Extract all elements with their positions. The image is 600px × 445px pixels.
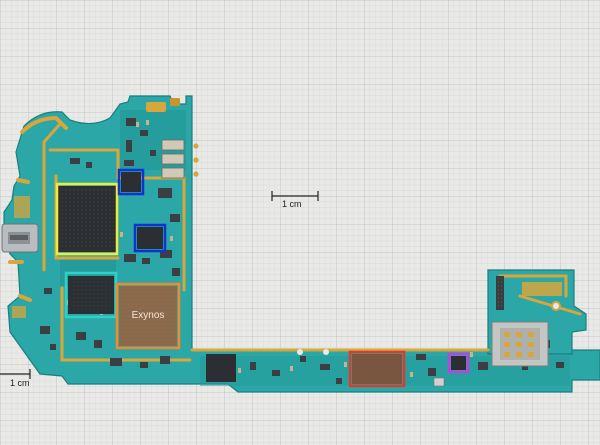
highlight-orange bbox=[115, 282, 181, 350]
highlight-yellow bbox=[55, 182, 119, 256]
highlight-blue-top bbox=[117, 168, 145, 196]
small-components bbox=[40, 118, 564, 384]
chip-red bbox=[352, 354, 402, 384]
chip-blue-top bbox=[121, 172, 141, 192]
scale-label-left: 1 cm bbox=[10, 378, 30, 388]
right-gold-plate bbox=[522, 282, 562, 296]
scale-label-center: 1 cm bbox=[282, 199, 302, 209]
gold-trace-left-edge bbox=[8, 115, 68, 302]
scale-bar-center bbox=[271, 191, 319, 201]
highlight-boxes bbox=[55, 168, 470, 388]
top-gold-tab bbox=[146, 102, 166, 112]
scale-bar-left bbox=[0, 369, 31, 379]
sim-card-holder bbox=[491, 321, 549, 367]
exynos-label: Exynos bbox=[132, 310, 165, 321]
flex-connector bbox=[496, 276, 504, 310]
highlight-purple bbox=[447, 352, 470, 374]
top-gold-tab-2 bbox=[170, 98, 180, 106]
small-connector-bottom bbox=[433, 377, 445, 387]
highlight-blue-middle bbox=[133, 223, 167, 253]
exynos-processor: Exynos bbox=[119, 286, 177, 346]
highlight-red bbox=[348, 350, 406, 388]
chip-bottom-black bbox=[206, 354, 236, 382]
chip-purple bbox=[451, 356, 466, 370]
spring-contacts bbox=[161, 139, 199, 179]
left-bottom-contacts bbox=[12, 306, 26, 318]
chip-blue-middle bbox=[137, 227, 163, 249]
usb-connector bbox=[1, 223, 39, 253]
memory-chip bbox=[58, 186, 116, 252]
left-contacts bbox=[14, 196, 30, 218]
chip-teal bbox=[68, 276, 114, 314]
mount-hole bbox=[551, 301, 561, 311]
logic-board: Exynos bbox=[1, 95, 600, 393]
